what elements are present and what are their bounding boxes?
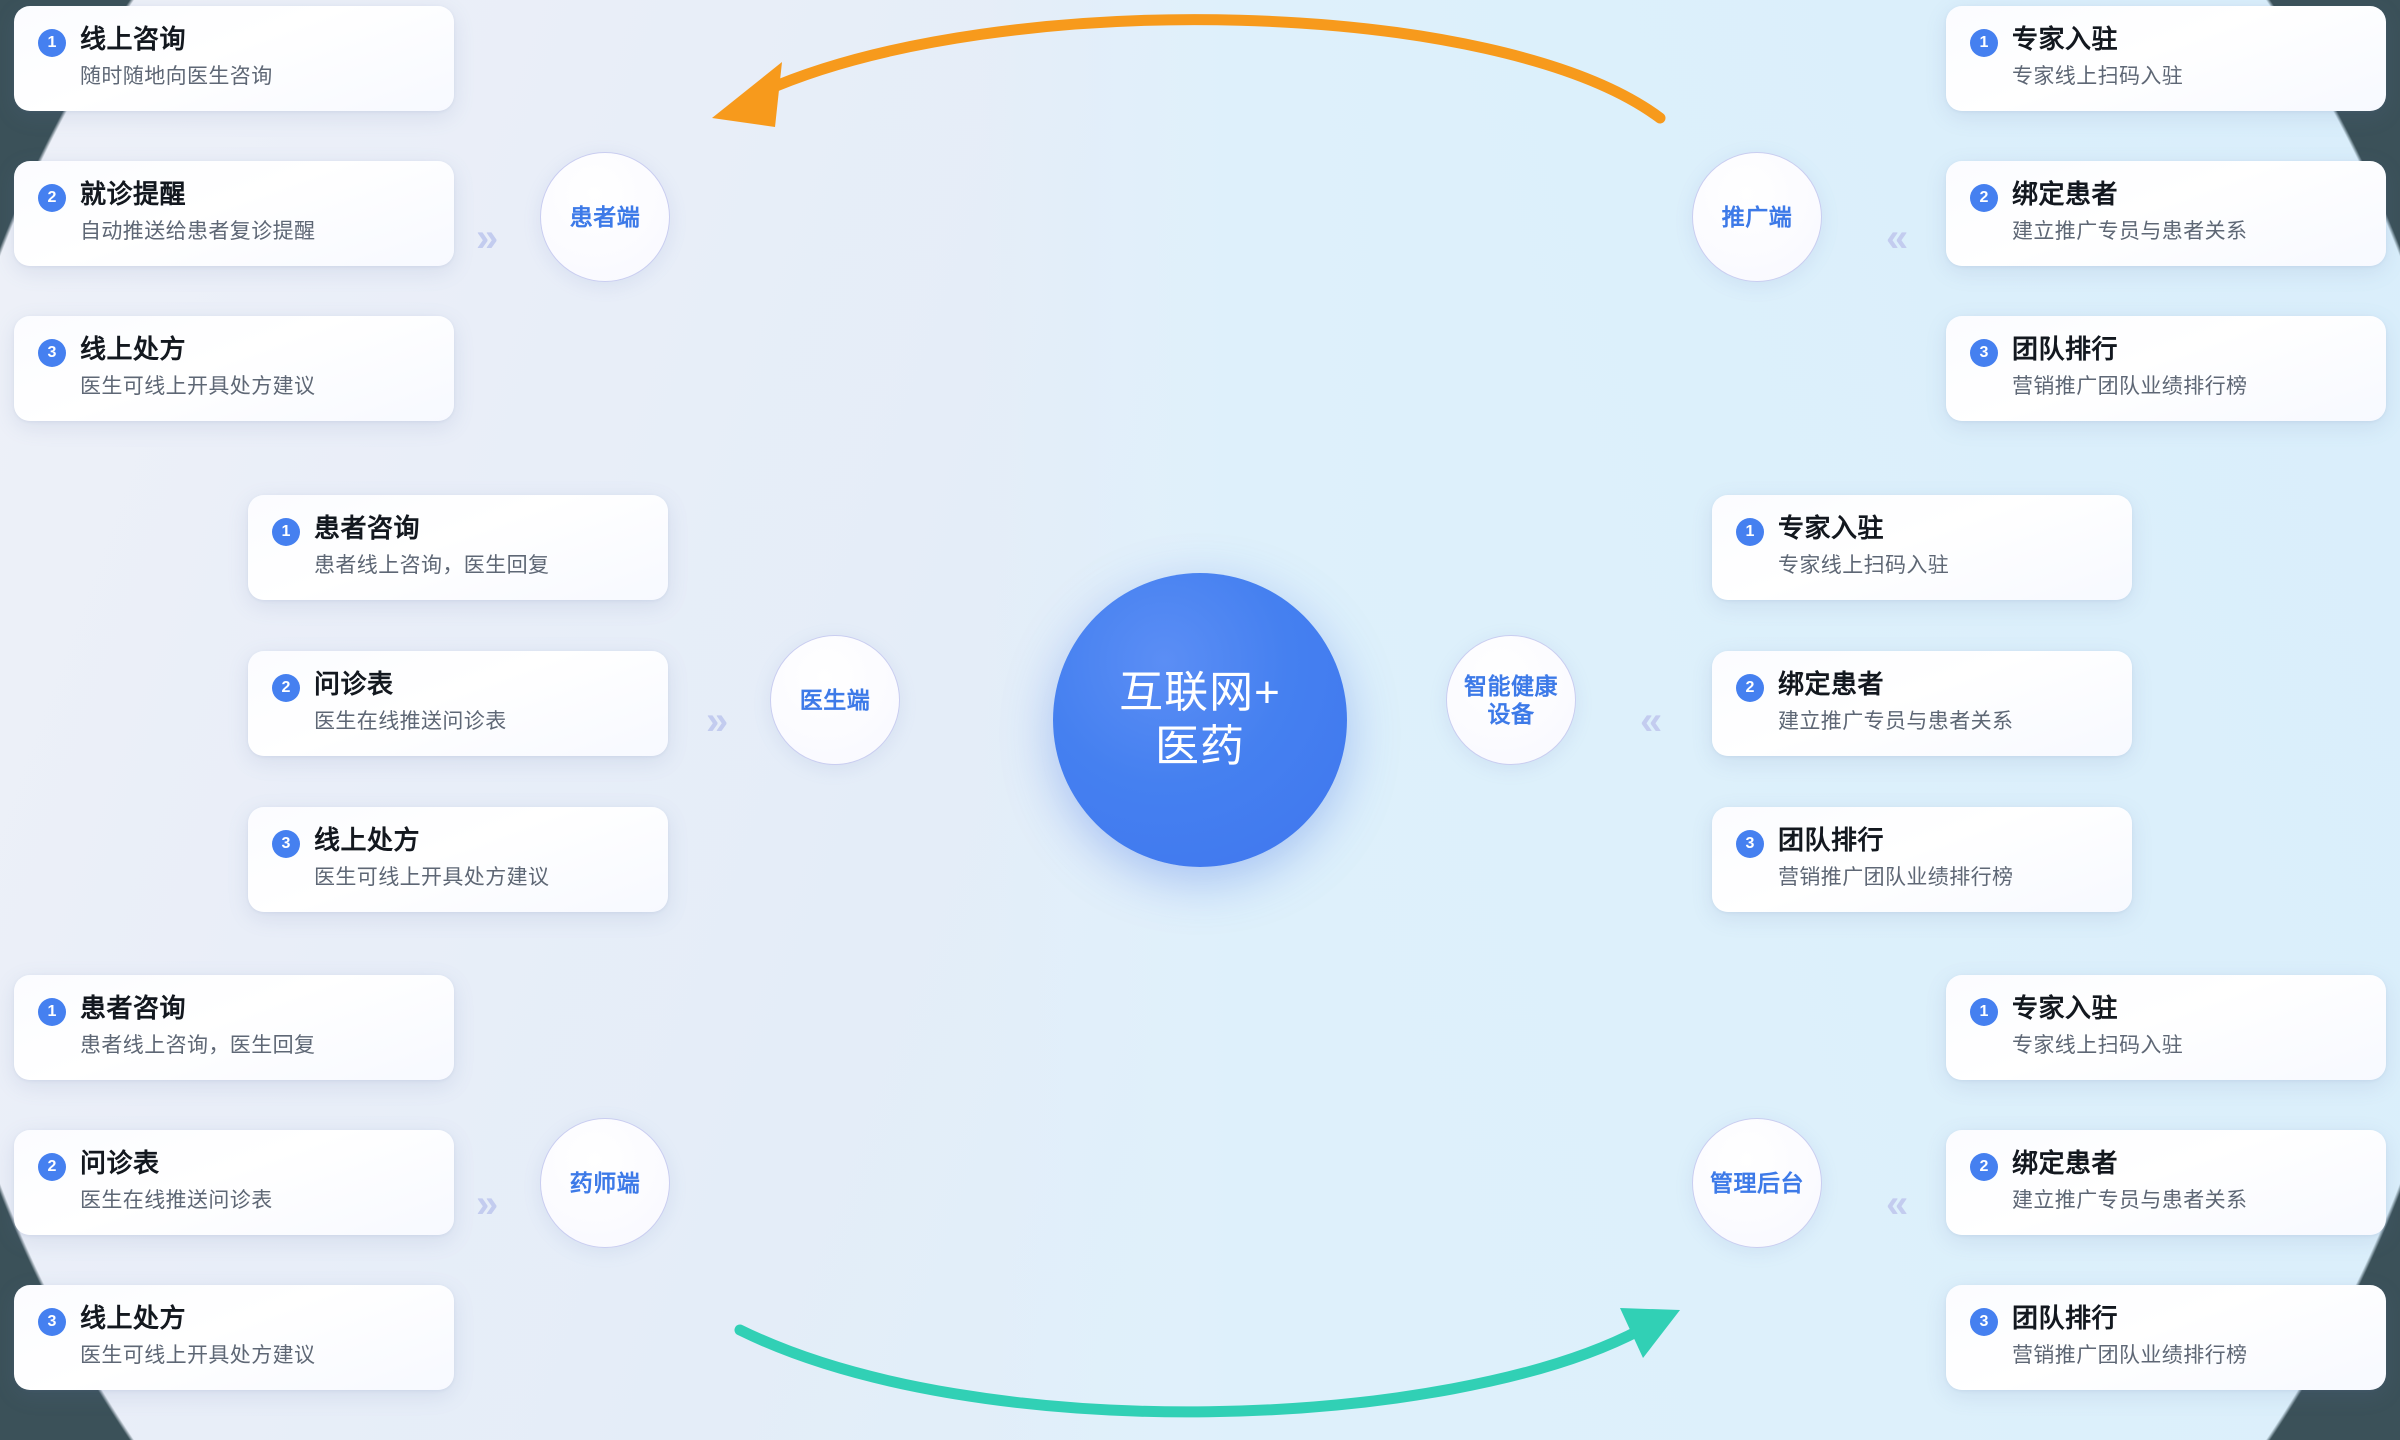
card-patient-1[interactable]: 1 线上咨询 随时随地向医生咨询 [14,6,454,112]
card-promoter-1[interactable]: 1 专家入驻 专家线上扫码入驻 [1946,6,2386,112]
card-subtitle: 医生在线推送问诊表 [80,1188,273,1212]
card-pharmacist-2[interactable]: 2 问诊表 医生在线推送问诊表 [14,1130,454,1236]
node-smart-device-label-1: 智能健康 [1464,672,1558,699]
card-badge: 3 [38,339,66,367]
card-title: 专家入驻 [1778,513,1885,543]
card-subtitle: 医生可线上开具处方建议 [80,1343,316,1367]
card-badge: 1 [38,29,66,57]
card-subtitle: 营销推广团队业绩排行榜 [1778,865,2014,889]
card-badge: 1 [1736,518,1764,546]
card-subtitle: 建立推广专员与患者关系 [2012,219,2248,243]
card-subtitle: 营销推广团队业绩排行榜 [2012,1343,2248,1367]
node-doctor-label: 医生端 [799,686,871,713]
card-subtitle: 医生在线推送问诊表 [314,709,507,733]
card-badge: 3 [272,830,300,858]
node-pharmacist[interactable]: 药师端 [540,1118,670,1248]
card-title: 团队排行 [1778,825,1885,855]
card-subtitle: 患者线上咨询，医生回复 [80,1033,316,1057]
card-title: 问诊表 [80,1148,160,1178]
card-title: 团队排行 [2012,334,2119,364]
card-subtitle: 自动推送给患者复诊提醒 [80,219,316,243]
node-patient-label: 患者端 [569,203,641,230]
card-title: 线上咨询 [80,24,187,54]
card-title: 线上处方 [80,1303,187,1333]
card-pharmacist-3[interactable]: 3 线上处方 医生可线上开具处方建议 [14,1285,454,1391]
card-badge: 2 [272,674,300,702]
card-smart-device-1[interactable]: 1 专家入驻 专家线上扫码入驻 [1712,495,2132,601]
card-title: 就诊提醒 [80,179,187,209]
chevron-left-icon-smart-device: « [1640,699,1663,743]
card-badge: 1 [38,998,66,1026]
chevron-left-icon-promoter: « [1886,216,1909,260]
card-badge: 3 [1970,339,1998,367]
node-admin-label: 管理后台 [1710,1169,1804,1196]
card-smart-device-3[interactable]: 3 团队排行 营销推广团队业绩排行榜 [1712,807,2132,913]
node-admin[interactable]: 管理后台 [1692,1118,1822,1248]
card-title: 问诊表 [314,669,394,699]
card-title: 患者咨询 [80,993,187,1023]
card-title: 绑定患者 [2012,179,2119,209]
card-subtitle: 患者线上咨询，医生回复 [314,553,550,577]
card-badge: 2 [1970,1153,1998,1181]
card-patient-2[interactable]: 2 就诊提醒 自动推送给患者复诊提醒 [14,161,454,267]
card-doctor-3[interactable]: 3 线上处方 医生可线上开具处方建议 [248,807,668,913]
card-badge: 3 [1970,1308,1998,1336]
card-title: 线上处方 [314,825,421,855]
chevron-right-icon-pharmacist: » [476,1182,499,1226]
card-admin-2[interactable]: 2 绑定患者 建立推广专员与患者关系 [1946,1130,2386,1236]
card-badge: 1 [1970,998,1998,1026]
card-subtitle: 随时随地向医生咨询 [80,64,273,88]
hub-line-2: 医药 [1154,722,1245,771]
card-badge: 1 [272,518,300,546]
card-badge: 2 [1970,184,1998,212]
card-badge: 2 [38,1153,66,1181]
center-hub: 互联网+ 医药 [1053,573,1347,867]
card-doctor-1[interactable]: 1 患者咨询 患者线上咨询，医生回复 [248,495,668,601]
card-subtitle: 营销推广团队业绩排行榜 [2012,374,2248,398]
card-promoter-2[interactable]: 2 绑定患者 建立推广专员与患者关系 [1946,161,2386,267]
node-promoter-label: 推广端 [1721,203,1793,230]
card-title: 专家入驻 [2012,993,2119,1023]
node-smart-device[interactable]: 智能健康 设备 [1446,635,1576,765]
card-pharmacist-1[interactable]: 1 患者咨询 患者线上咨询，医生回复 [14,975,454,1081]
node-patient[interactable]: 患者端 [540,152,670,282]
card-subtitle: 建立推广专员与患者关系 [1778,709,2014,733]
card-title: 绑定患者 [1778,669,1885,699]
card-subtitle: 医生可线上开具处方建议 [80,374,316,398]
chevron-right-icon-doctor: » [706,699,729,743]
card-subtitle: 专家线上扫码入驻 [2012,1033,2184,1057]
card-badge: 2 [1736,674,1764,702]
card-title: 线上处方 [80,334,187,364]
hub-line-1: 互联网+ [1119,668,1281,718]
card-subtitle: 医生可线上开具处方建议 [314,865,550,889]
card-badge: 3 [1736,830,1764,858]
node-promoter[interactable]: 推广端 [1692,152,1822,282]
card-subtitle: 专家线上扫码入驻 [2012,64,2184,88]
card-badge: 1 [1970,29,1998,57]
chevron-right-icon-patient: » [476,216,499,260]
card-admin-3[interactable]: 3 团队排行 营销推广团队业绩排行榜 [1946,1285,2386,1391]
card-subtitle: 建立推广专员与患者关系 [2012,1188,2248,1212]
card-badge: 3 [38,1308,66,1336]
card-badge: 2 [38,184,66,212]
card-title: 专家入驻 [2012,24,2119,54]
card-title: 患者咨询 [314,513,421,543]
card-smart-device-2[interactable]: 2 绑定患者 建立推广专员与患者关系 [1712,651,2132,757]
chevron-left-icon-admin: « [1886,1182,1909,1226]
card-subtitle: 专家线上扫码入驻 [1778,553,1950,577]
card-admin-1[interactable]: 1 专家入驻 专家线上扫码入驻 [1946,975,2386,1081]
card-patient-3[interactable]: 3 线上处方 医生可线上开具处方建议 [14,316,454,422]
node-doctor[interactable]: 医生端 [770,635,900,765]
card-promoter-3[interactable]: 3 团队排行 营销推广团队业绩排行榜 [1946,316,2386,422]
node-smart-device-label-2: 设备 [1487,701,1535,727]
node-pharmacist-label: 药师端 [569,1169,641,1196]
card-doctor-2[interactable]: 2 问诊表 医生在线推送问诊表 [248,651,668,757]
card-title: 绑定患者 [2012,1148,2119,1178]
card-title: 团队排行 [2012,1303,2119,1333]
